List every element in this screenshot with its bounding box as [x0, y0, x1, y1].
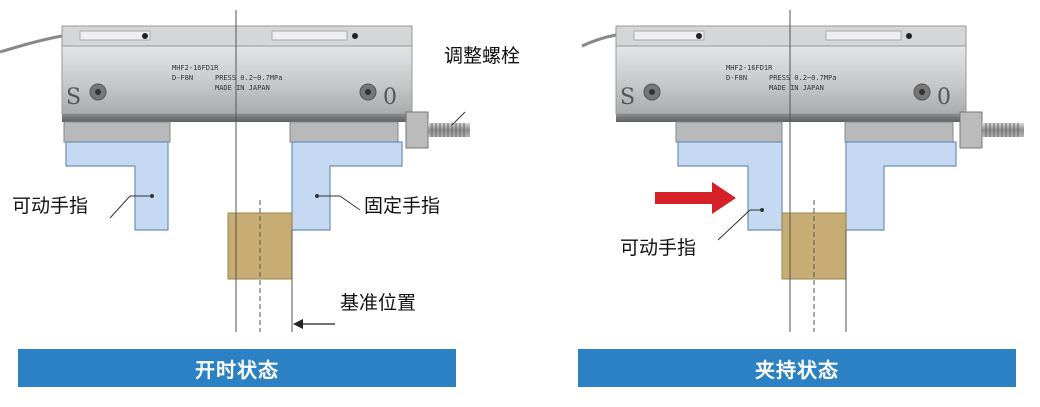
model-text: MHF2-16FD1R: [172, 64, 219, 72]
fixed-finger-label: 固定手指: [364, 195, 440, 217]
workpiece: [227, 212, 293, 280]
screw-icon: [696, 33, 702, 39]
made-text: MADE IN JAPAN: [215, 84, 270, 92]
pressure-text: PRESS 0.2~0.7MPa: [215, 74, 282, 82]
screw-icon: [906, 33, 912, 39]
bolt-holder: [959, 111, 983, 149]
jaw-rail: [616, 114, 966, 122]
cable: [0, 34, 63, 54]
jaw-base: [675, 121, 783, 143]
switch-text: D-F8N: [726, 74, 747, 82]
movable-finger: [65, 141, 169, 231]
movable-finger-label: 可动手指: [12, 195, 88, 217]
adjust-bolt-label: 调整螺栓: [444, 45, 520, 67]
side-letter: S: [620, 85, 635, 110]
switch-sensor: [271, 30, 348, 41]
reference-position-label: 基准位置: [340, 292, 416, 314]
move-arrow-icon: [655, 182, 736, 214]
side-letter: 0: [383, 85, 397, 110]
screw-icon: [352, 33, 358, 39]
leader-line: [109, 195, 152, 219]
jaw-base: [289, 121, 399, 143]
switch-text: D-F8N: [172, 74, 193, 82]
movable-finger-label: 可动手指: [620, 237, 696, 259]
clamp-state-banner: 夹持状态: [578, 349, 1016, 387]
model-text: MHF2-16FD1R: [726, 64, 773, 72]
jaw-rail: [62, 114, 412, 122]
arrow-head-icon: [293, 319, 303, 329]
switch-sensor: [79, 30, 151, 41]
right-panel: S 0 MHF2-16FD1R D-F8N PRESS 0.2~0.7MPa M…: [581, 10, 1024, 332]
screw-icon: [142, 33, 148, 39]
movable-finger: [677, 141, 783, 231]
jaw-base: [844, 121, 954, 143]
bolt-holder: [405, 111, 429, 149]
gripper-body: [61, 45, 413, 115]
leader-line: [317, 195, 361, 211]
open-state-banner: 开时状态: [18, 349, 456, 387]
pressure-text: PRESS 0.2~0.7MPa: [769, 74, 836, 82]
jaw-base: [63, 121, 171, 143]
leader-line: [451, 111, 466, 126]
side-letter: 0: [937, 85, 951, 110]
switch-sensor: [633, 30, 705, 41]
side-letter: S: [66, 85, 81, 110]
workpiece: [781, 212, 847, 280]
made-text: MADE IN JAPAN: [769, 84, 824, 92]
fixed-finger: [845, 141, 957, 231]
left-panel: S 0 MHF2-16FD1R D-F8N PRESS 0.2~0.7MPa M…: [0, 10, 520, 332]
switch-sensor: [825, 30, 902, 41]
leader-line: [717, 209, 762, 241]
cable: [581, 33, 617, 48]
gripper-body: [615, 45, 967, 115]
